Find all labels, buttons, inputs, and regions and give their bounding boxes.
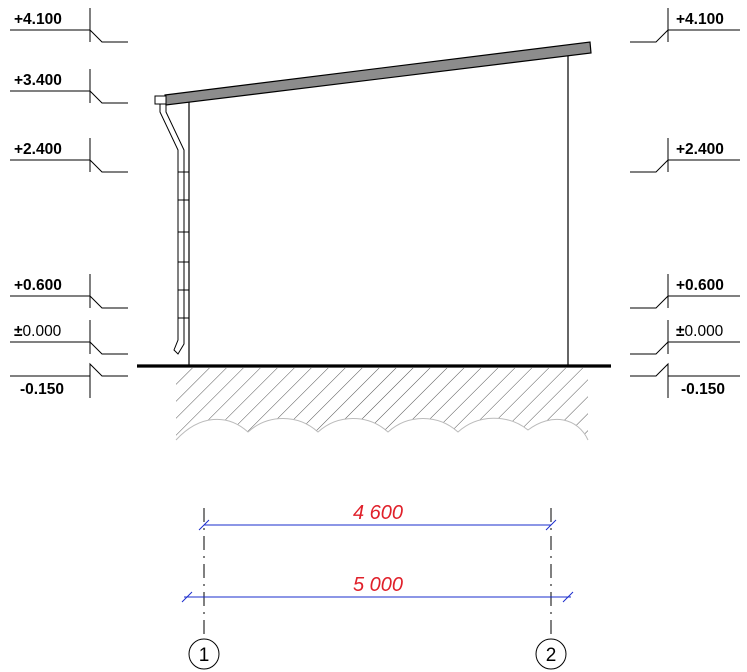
dimension-inner-label: 4 600 <box>353 502 403 524</box>
level-label: -0.150 <box>20 381 64 398</box>
level-label: +2.400 <box>676 141 724 158</box>
level-mark-right-neg0150: -0.150 <box>630 362 740 398</box>
level-label: +3.400 <box>14 72 62 89</box>
level-label: +0.600 <box>14 277 62 294</box>
level-mark-right-4100: +4.100 <box>630 8 740 43</box>
level-label: +4.100 <box>14 11 62 28</box>
roof-slab <box>164 41 592 106</box>
level-mark-left-0000: ±0.000 <box>10 320 128 355</box>
downpipe <box>154 95 189 355</box>
level-mark-right-2400: +2.400 <box>630 138 740 173</box>
level-label: +0.600 <box>676 277 724 294</box>
level-mark-left-neg0150: -0.150 <box>10 362 128 398</box>
level-mark-left-2400: +2.400 <box>10 138 128 173</box>
axis-label: 1 <box>199 645 210 666</box>
level-label: +2.400 <box>14 141 62 158</box>
axis-label: 2 <box>546 645 557 666</box>
level-mark-right-0600: +0.600 <box>630 274 740 309</box>
level-label: +4.100 <box>676 11 724 28</box>
level-label: ±0.000 <box>676 323 724 340</box>
level-label: -0.150 <box>681 381 725 398</box>
level-mark-left-4100: +4.100 <box>10 8 128 43</box>
dimension-inner: 4 600 <box>198 502 557 531</box>
level-mark-left-3400: +3.400 <box>10 69 128 104</box>
axis-bubble-2: 2 <box>535 638 567 670</box>
dimension-outer: 5 000 <box>181 574 574 603</box>
dimension-outer-label: 5 000 <box>353 574 403 596</box>
level-label: ±0.000 <box>14 323 62 340</box>
ground-hatch <box>175 368 589 441</box>
axis-bubble-1: 1 <box>188 638 220 670</box>
axis-lines <box>203 508 552 634</box>
level-mark-right-0000: ±0.000 <box>630 320 740 355</box>
level-mark-left-0600: +0.600 <box>10 274 128 309</box>
